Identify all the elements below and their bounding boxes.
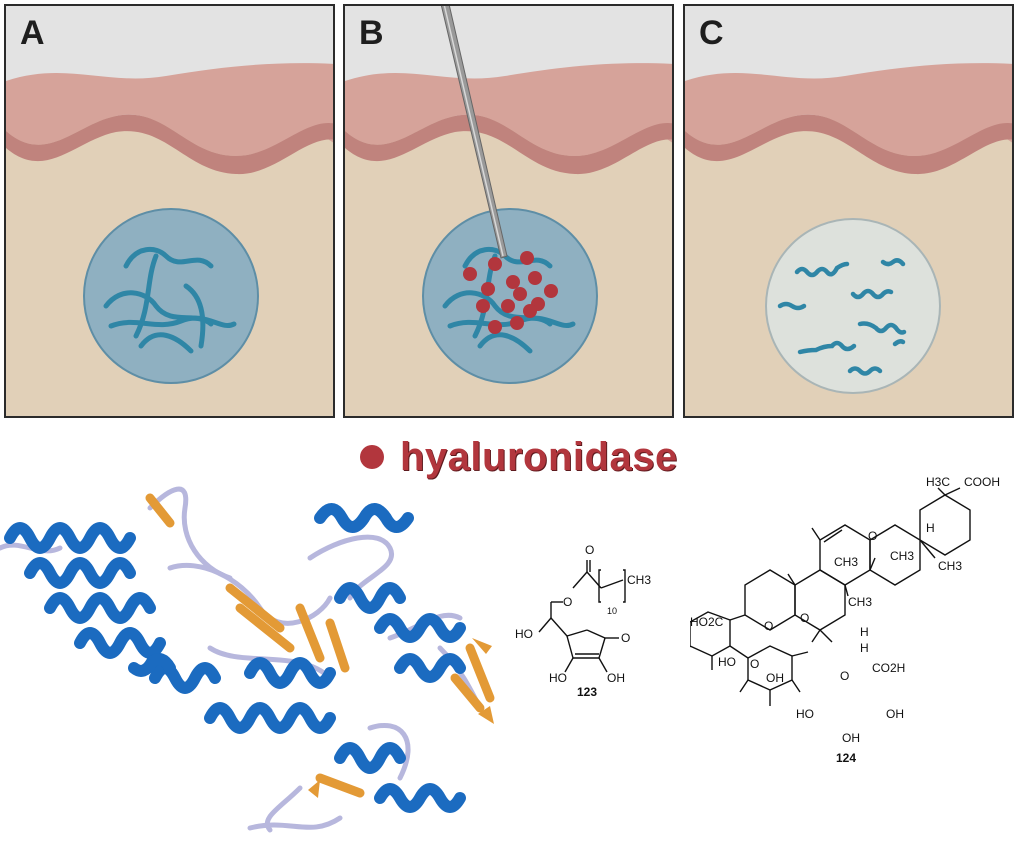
compound-124-atom: HO2C [690,615,724,629]
compound-124-atom: H [860,625,869,639]
panel-c-illustration [685,6,1012,416]
compound-123-atom: O [563,595,572,609]
protein-beta-sheets [145,493,495,798]
enzyme-dot-icon [360,445,384,469]
compound-123-atom: O [621,631,630,645]
compound-124-atom: COOH [964,475,1000,489]
compound-124-bonds [690,487,971,706]
protein-alpha-helices [4,503,466,813]
compound-124-number: 124 [836,751,856,765]
compound-124-atom: OH [886,707,904,721]
panel-c-degraded-filler: C [683,4,1014,418]
compound-124-atom: O [868,529,877,543]
compound-123-number: 123 [577,685,597,699]
compound-124-atom: HO [718,655,736,669]
panel-b-illustration [345,6,672,416]
compound-124-atom: O [840,669,849,683]
needle-icon [440,6,508,259]
compound-124-atom: OH [766,671,784,685]
hyaluronidase-protein-structure [0,486,495,833]
compound-124-atom: CO2H [872,661,905,675]
panel-a-illustration [6,6,333,416]
compound-124-structure: H3C COOH O H CH3 CH3 CH3 CH3 H HO2C O O … [690,475,1000,765]
compound-124-atom: CH3 [890,549,914,563]
compound-124-atom: O [750,657,759,671]
legend-label: hyaluronidase [400,434,678,479]
compound-124-atom: O [764,619,773,633]
compound-124-atom: CH3 [834,555,858,569]
compound-124-atom: O [800,611,809,625]
compound-123-subscript: 10 [607,606,617,616]
compound-124-atom: H3C [926,475,950,489]
compound-124-atom: HO [796,707,814,721]
panel-b-injection: B [343,4,674,418]
hyaluronic-acid-chain-icon [103,246,237,354]
hyaluronic-acid-chain-icon [777,258,907,376]
compound-123-atom: CH3 [627,573,651,587]
compound-123-bonds [538,560,626,673]
compound-124-atom: CH3 [848,595,872,609]
panel-label: A [20,14,45,52]
compound-124-atom: OH [842,731,860,745]
compound-123-atom: OH [607,671,625,685]
compound-123-atom: O [585,543,594,557]
enzyme-dot-icon [463,251,558,334]
compound-124-atom: CH3 [938,559,962,573]
panel-a-intact-filler: A [4,4,335,418]
compound-123-structure: O CH3 10 HO O O HO OH 123 [515,543,651,699]
legend: hyaluronidase [360,432,678,482]
compound-124-atom: H [860,641,869,655]
compound-123-atom: HO [549,671,567,685]
panel-label: C [699,14,724,52]
protein-sheet-arrowheads [308,638,494,798]
compound-124-atom: H [926,521,935,535]
compound-123-atom: HO [515,627,533,641]
panel-label: B [359,14,384,52]
